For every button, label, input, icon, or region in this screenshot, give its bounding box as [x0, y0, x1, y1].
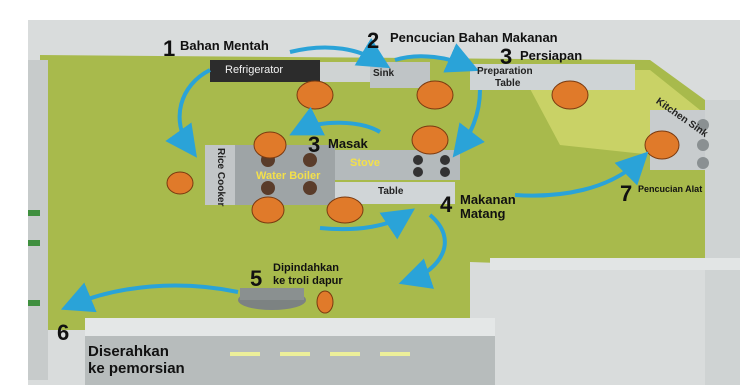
worker-icon [166, 171, 194, 195]
step-1-label: Bahan Mentah [180, 38, 269, 53]
worker-icon [296, 80, 334, 110]
left-wall [28, 60, 48, 380]
arrow-2-to-3 [394, 43, 479, 73]
step-2-number: 2 [367, 28, 380, 53]
worker-icon [551, 80, 589, 110]
refrigerator [210, 60, 320, 82]
step-6-number: 6 [57, 320, 70, 345]
step-4-label-line1: Makanan [460, 192, 516, 207]
arrow-4-to-5 [398, 213, 447, 289]
serving-counter [85, 318, 495, 336]
arrow-masak-to-table [319, 208, 415, 240]
prep-table-label-line2: Table [495, 78, 521, 89]
sink-label: Sink [373, 68, 395, 79]
worker-icon [326, 196, 364, 224]
arrow-5-to-6 [60, 282, 239, 313]
worker-icon [253, 131, 287, 159]
step-3-number: 3 [500, 44, 513, 69]
worker-icon [416, 80, 454, 110]
arrow-prep-to-masak [289, 106, 382, 136]
rice-cooker-label: Rice Cooker [215, 148, 226, 207]
worker-icon [316, 290, 334, 314]
arrow-4-to-7 [514, 151, 649, 198]
step-5-number: 5 [250, 266, 263, 291]
water-boiler-label: Water Boiler [256, 170, 321, 182]
refrigerator-label: Refrigerator [225, 64, 284, 76]
step-3-label: Persiapan [520, 48, 583, 63]
worker-icon [644, 130, 680, 160]
rice-cooker-unit [205, 145, 235, 205]
arrow-3-to-stove [452, 89, 485, 158]
worker-icon [251, 196, 285, 224]
step-1-number: 1 [163, 36, 176, 61]
stove-unit [335, 150, 460, 180]
step-5-label-line2: ke troli dapur [273, 275, 343, 287]
water-boiler-unit [235, 145, 335, 205]
step-3-masak-label: Masak [328, 136, 368, 151]
step-3-masak-number: 3 [308, 132, 321, 157]
counter-right [490, 258, 740, 270]
prep-table-label-line1: Preparation [477, 66, 533, 77]
preparation-table [470, 64, 635, 90]
step-7-number: 7 [620, 181, 633, 206]
worker-icon [411, 125, 449, 155]
table-unit [335, 182, 455, 204]
step-2-label: Pencucian Bahan Makanan [390, 30, 558, 45]
step-4-label-line2: Matang [460, 206, 506, 221]
stove-label: Stove [350, 157, 380, 169]
arrow-1-to-2 [289, 37, 391, 69]
step-5-label-line1: Dipindahkan [273, 262, 340, 274]
step-6-label-line2: ke pemorsian [88, 360, 185, 377]
table-label: Table [378, 186, 404, 197]
step-6-label-line1: Diserahkan [88, 343, 169, 360]
step-4-number: 4 [440, 192, 453, 217]
step-7-label: Pencucian Alat [638, 184, 703, 194]
arrow-1-to-rice [165, 68, 211, 158]
